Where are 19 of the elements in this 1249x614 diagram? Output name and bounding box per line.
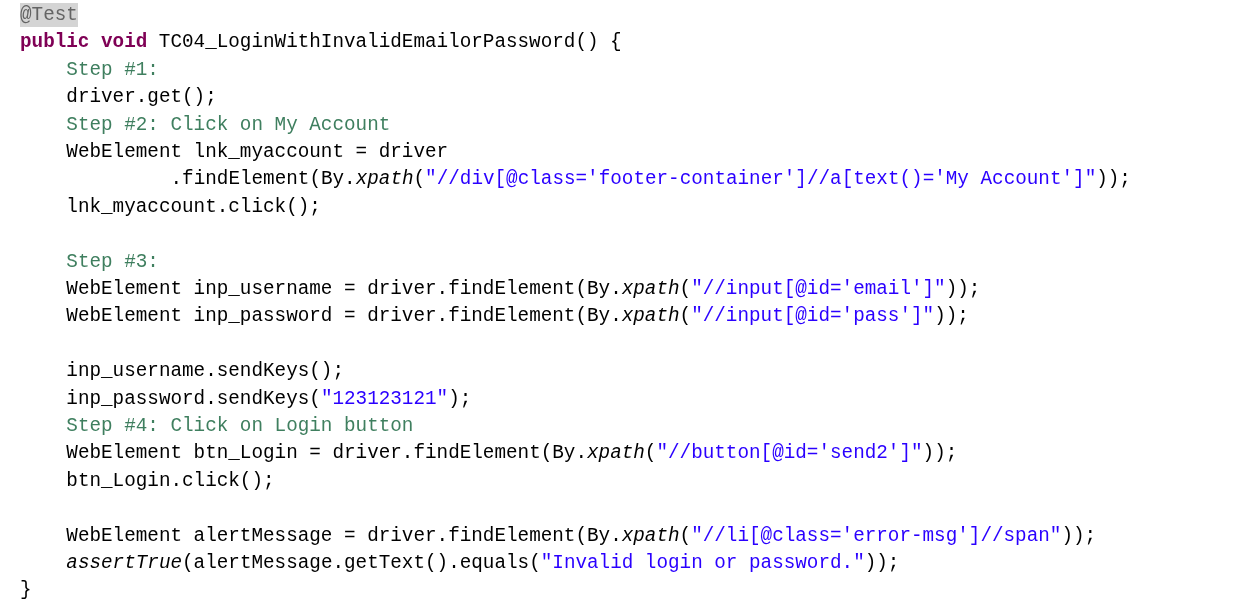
code-line: WebElement alertMessage = driver.findElement(By.xpath("//li[@class='error-msg']//span")); <box>66 523 1097 548</box>
code-line: } <box>20 578 32 603</box>
annotation: @Test <box>20 3 78 27</box>
code-line: inp_password.sendKeys("123123121"); <box>66 386 472 411</box>
code-line: WebElement inp_username = driver.findElement(By.xpath("//input[@id='email']")); <box>66 277 981 301</box>
code-comment: Step #1: <box>66 57 159 82</box>
code-line: driver.get(); <box>66 85 217 110</box>
code-line: btn_Login.click(); <box>66 468 275 493</box>
code-comment: Step #4: Click on Login button <box>66 414 414 438</box>
code-line: .findElement(By.xpath("//div[@class='footer-container']//a[text()='My Account']")); <box>170 167 1131 192</box>
code-line: assertTrue(alertMessage.getText().equals("Invalid login or password.")); <box>66 551 900 575</box>
code-comment: Step #3: <box>66 249 159 274</box>
code-comment: Step #2: Click on My Account <box>66 112 391 137</box>
method-signature: public void TC04_LoginWithInvalidEmailorPassword() { <box>20 30 622 55</box>
code-line: WebElement lnk_myaccount = driver <box>66 140 449 164</box>
code-line: WebElement btn_Login = driver.findElement(By.xpath("//button[@id='send2']")); <box>66 441 958 466</box>
code-line: lnk_myaccount.click(); <box>66 194 321 219</box>
code-line: inp_username.sendKeys(); <box>66 359 344 384</box>
code-line: WebElement inp_password = driver.findElement(By.xpath("//input[@id='pass']")); <box>66 304 969 329</box>
